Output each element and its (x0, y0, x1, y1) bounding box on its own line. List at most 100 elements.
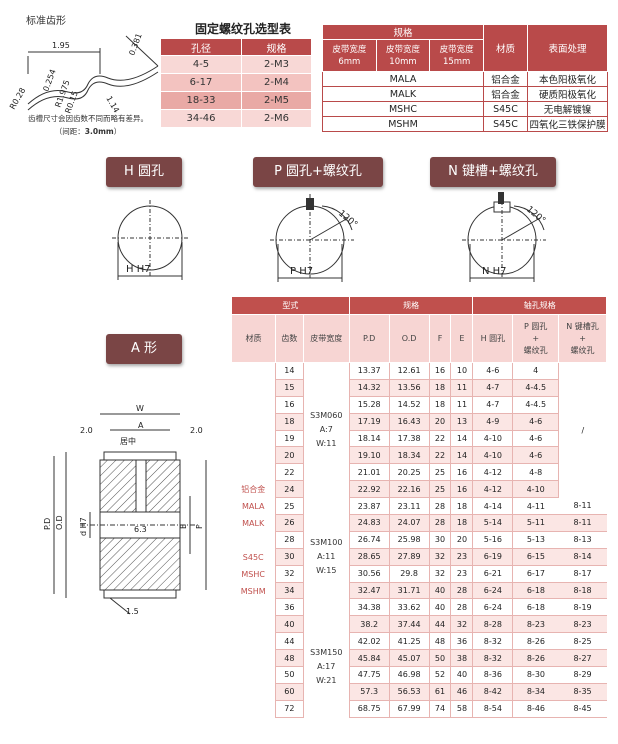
cell-n: 8-35 (558, 683, 607, 701)
a-dim-w: W (136, 404, 144, 413)
cell-h: 8-28 (472, 615, 513, 634)
cell-f: 44 (428, 615, 451, 634)
material-label: S45C (242, 552, 264, 562)
material-label: MALA (241, 501, 265, 511)
cell-t: 25 (275, 497, 304, 516)
bw-value: 15mm (442, 56, 471, 67)
cell-t: 18 (275, 413, 304, 431)
cell-e: 20 (450, 531, 473, 549)
spec-header: 规格 (322, 24, 484, 40)
spec-material: S45C (483, 101, 528, 117)
cell-p: 8-23 (512, 615, 559, 634)
cell-h: 4-7 (472, 379, 513, 397)
cell-t: 34 (275, 582, 304, 600)
cell-pd: 68.75 (348, 700, 390, 718)
tooth-profile-title: 标准齿形 (26, 16, 66, 27)
spec-code: MSHM (322, 116, 484, 132)
material-label: MSHM (240, 586, 266, 596)
cell-h: 4-7 (472, 396, 513, 414)
bw-label: 皮带宽度 (439, 44, 474, 55)
cell-pd: 18.14 (348, 430, 390, 448)
cell-p: 4-6 (512, 430, 559, 448)
cell-n: 8-19 (558, 598, 607, 617)
tab-p-bore[interactable]: P 圆孔+螺纹孔 (253, 157, 383, 187)
cell-n: 8-13 (558, 531, 607, 549)
cell-f: 25 (428, 480, 451, 499)
cell-f: 61 (428, 683, 451, 701)
bw-group-a: A:17 (317, 661, 336, 671)
tooth-note-line2: （间距：3.0mm） (8, 125, 168, 138)
spec-surface: 本色阳极氧化 (527, 71, 608, 87)
dim-pitch: 1.95 (52, 41, 70, 50)
bw-group-w: W:15 (316, 565, 337, 575)
cell-f: 48 (428, 632, 451, 651)
cell-pd: 24.83 (348, 514, 390, 532)
cell-h: 6-24 (472, 598, 513, 617)
cell-od: 45.07 (388, 649, 430, 668)
spec-code: MALK (322, 86, 484, 102)
cell-t: 19 (275, 430, 304, 448)
cell-e: 13 (450, 413, 473, 431)
tooth-note: 齿槽尺寸会因齿数不同而略有差异。 （间距：3.0mm） (8, 112, 168, 138)
spec-material: S45C (483, 116, 528, 132)
cell-pd: 23.87 (348, 497, 390, 516)
cell-t: 36 (275, 598, 304, 617)
a-dim-e: E (179, 524, 188, 529)
tab-h-bore[interactable]: H 圆孔 (106, 157, 182, 187)
cell-p: 4 (512, 362, 559, 380)
cell-f: 40 (428, 598, 451, 617)
cell-e: 11 (450, 379, 473, 397)
cell-h: 4-12 (472, 480, 513, 499)
cell-n: 8-17 (558, 565, 607, 583)
a-dim-a: A (138, 421, 144, 430)
col-od: O.D (388, 314, 430, 363)
cell-p: 6-18 (512, 582, 559, 600)
bw-group-code: S3M060 (310, 411, 343, 421)
cell-h: 6-24 (472, 582, 513, 600)
tab-n-bore[interactable]: N 键槽+螺纹孔 (430, 157, 556, 187)
col-teeth: 齿数 (274, 314, 304, 363)
cell-pd: 47.75 (348, 666, 390, 684)
n-bore-unavailable: / (558, 362, 607, 498)
bw-group-w: W:21 (316, 675, 337, 685)
cell-e: 14 (450, 446, 473, 465)
cell-pd: 22.92 (348, 480, 390, 499)
screw-table-title: 固定螺纹孔选型表 (194, 22, 291, 36)
col-f: F (428, 314, 452, 363)
screw-spec: 2-M3 (241, 55, 312, 74)
material-label (232, 532, 275, 549)
cell-f: 32 (428, 565, 451, 583)
p-bore-label: P H7 (290, 266, 313, 277)
cell-t: 22 (275, 463, 304, 482)
cell-pd: 15.28 (348, 396, 390, 414)
cell-t: 50 (275, 666, 304, 684)
cell-p: 4-8 (512, 463, 559, 482)
cell-e: 32 (450, 615, 473, 634)
cell-pd: 57.3 (348, 683, 390, 701)
h-bore-label: H H7 (126, 264, 151, 275)
note-value: 3.0mm (84, 127, 114, 136)
a-dim-pd: P.D (43, 518, 52, 530)
cell-p: 5-11 (512, 514, 559, 532)
cell-p: 4-4.5 (512, 379, 559, 397)
spec-surface: 无电解镀镍 (527, 101, 608, 117)
cell-t: 48 (275, 649, 304, 668)
cell-h: 4-9 (472, 413, 513, 431)
cell-pd: 38.2 (348, 615, 390, 634)
a-dim-bottom: 1.5 (126, 607, 139, 616)
cell-e: 23 (450, 565, 473, 583)
tab-a-type[interactable]: A 形 (106, 334, 182, 364)
cell-h: 5-16 (472, 531, 513, 549)
spec-code: MSHC (322, 101, 484, 117)
material-label: MSHC (241, 569, 265, 579)
cell-pd: 14.32 (348, 379, 390, 397)
